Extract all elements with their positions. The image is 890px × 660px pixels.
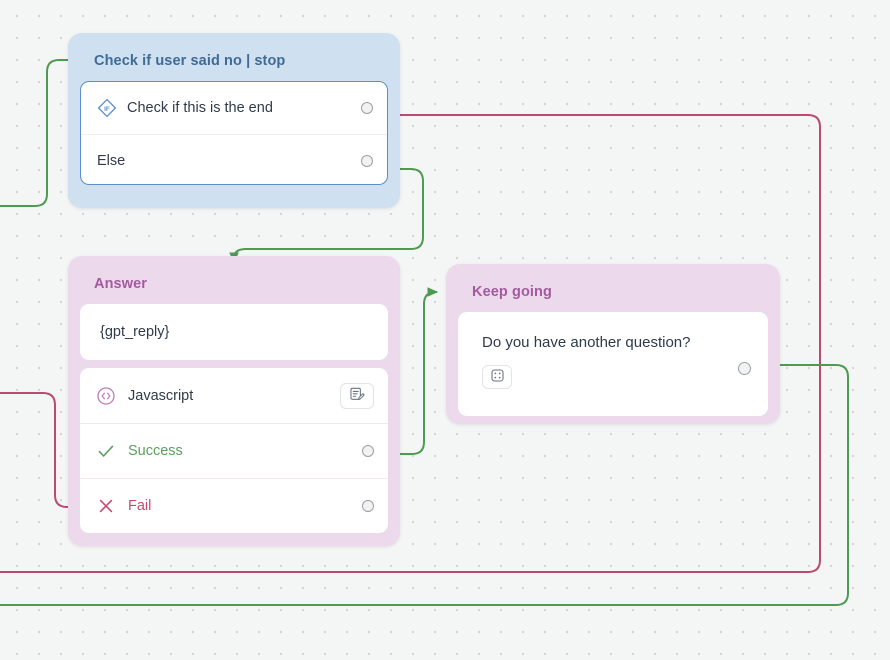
node-title: Answer — [94, 276, 147, 292]
code-circle-icon — [96, 386, 116, 406]
output-handle-check-end[interactable] — [361, 102, 373, 114]
output-handle-fail[interactable] — [362, 500, 374, 512]
action-row-fail[interactable]: Fail — [80, 478, 388, 533]
check-icon — [96, 441, 116, 461]
node-title: Keep going — [472, 284, 552, 300]
edit-script-button[interactable] — [340, 382, 374, 409]
action-row-javascript[interactable]: Javascript — [80, 368, 388, 423]
if-row-else[interactable]: Else — [81, 134, 387, 184]
output-handle-success[interactable] — [362, 445, 374, 457]
answer-message-field[interactable]: {gpt_reply} — [80, 304, 388, 360]
if-node-body: IF Check if this is the end Else — [80, 81, 388, 185]
node-title: Check if user said no | stop — [94, 53, 286, 69]
if-row-label: Check if this is the end — [127, 100, 273, 116]
answer-actions-card: Javascript — [80, 368, 388, 533]
if-row-label: Else — [97, 152, 126, 169]
action-row-label: Fail — [128, 498, 152, 514]
output-handle-else[interactable] — [361, 154, 373, 167]
if-row-check-end[interactable]: IF Check if this is the end — [81, 82, 387, 134]
action-row-label: Success — [128, 443, 183, 459]
attach-image-button[interactable] — [482, 365, 512, 389]
node-keep-going[interactable]: Keep going Do you have another question? — [446, 264, 780, 424]
keep-going-card: Do you have another question? — [458, 312, 768, 416]
edit-note-icon — [349, 386, 365, 405]
node-answer[interactable]: Answer {gpt_reply} Javascript — [68, 256, 400, 546]
action-row-success[interactable]: Success — [80, 423, 388, 478]
svg-text:IF: IF — [104, 106, 110, 113]
keep-going-message[interactable]: Do you have another question? — [482, 334, 691, 351]
node-check-if-user-said-no[interactable]: Check if user said no | stop IF Check if… — [68, 33, 400, 208]
cross-icon — [96, 496, 116, 516]
output-handle-keep-going[interactable] — [738, 362, 751, 375]
if-diamond-icon: IF — [97, 98, 117, 118]
image-placeholder-icon — [490, 368, 505, 386]
action-row-label: Javascript — [128, 387, 194, 404]
